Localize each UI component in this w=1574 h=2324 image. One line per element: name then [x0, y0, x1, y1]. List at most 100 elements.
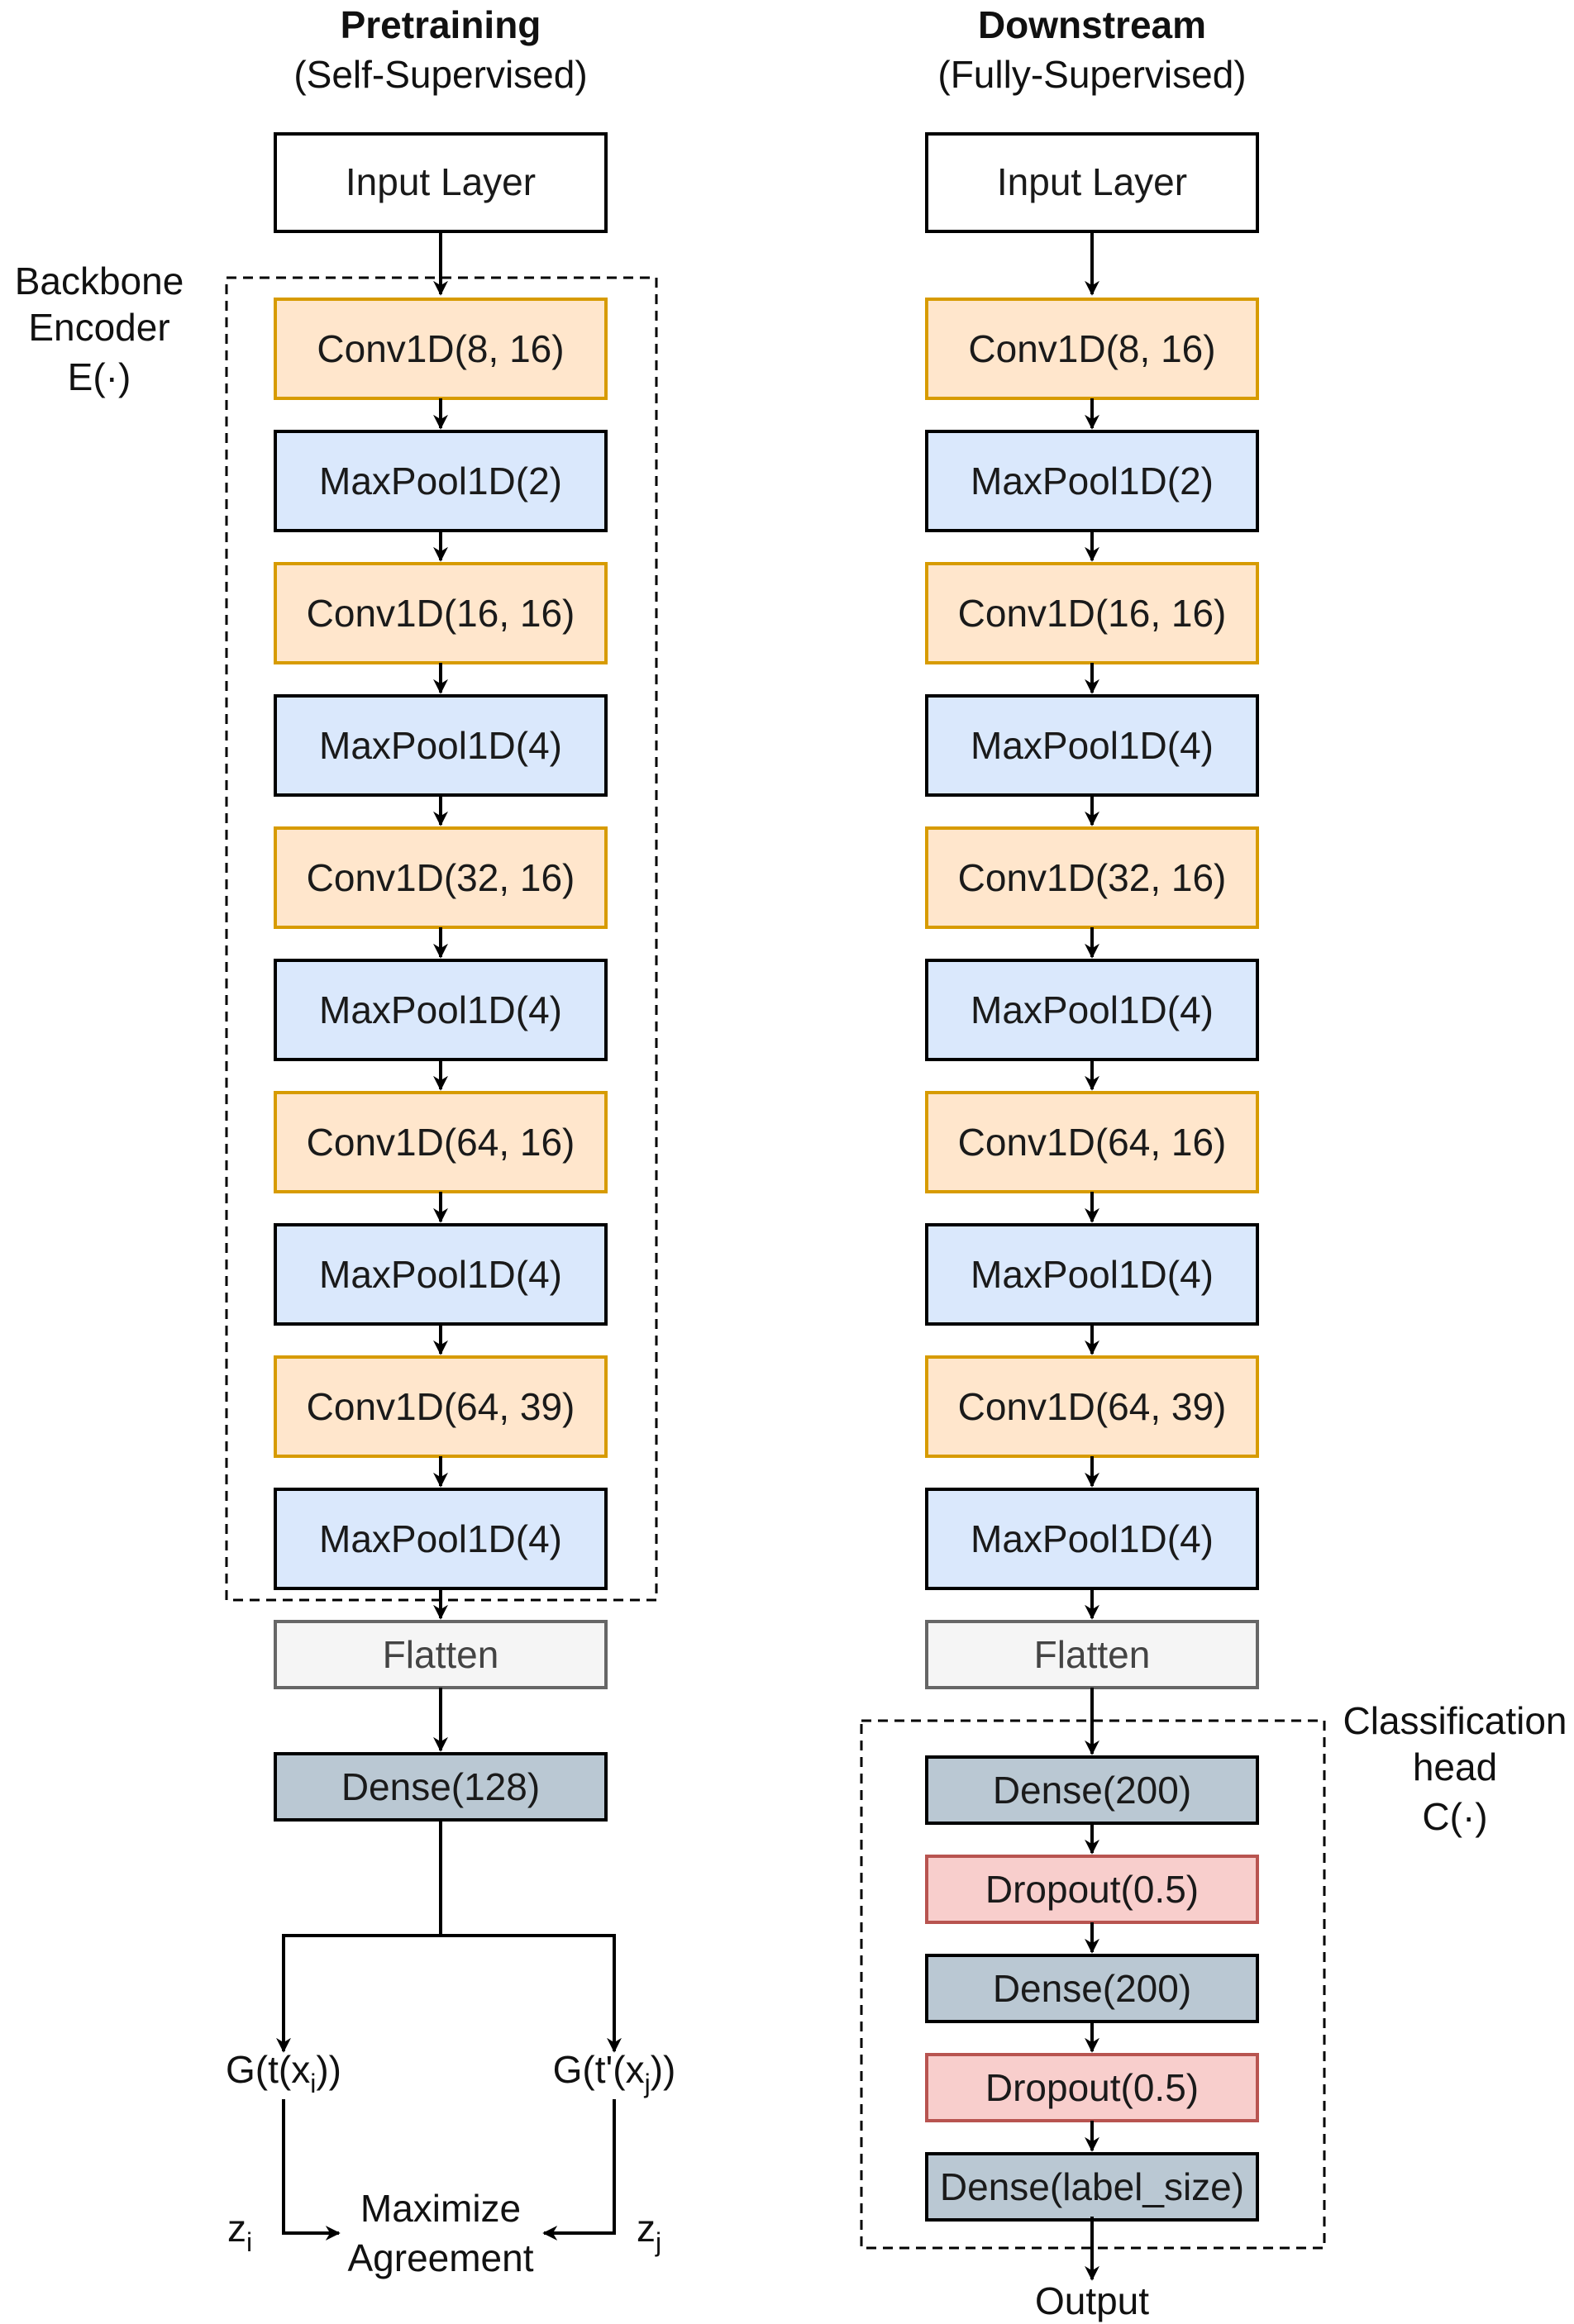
classification-head-layer-label: Dense(200)	[993, 1967, 1191, 2010]
pretraining-encoder-layer-box	[274, 1355, 608, 1458]
output-label: Output	[1035, 2279, 1149, 2322]
downstream-encoder-layer-box	[925, 562, 1259, 664]
downstream-encoder-layer-box	[925, 430, 1259, 532]
downstream-encoder-layer-2: Conv1D(16, 16)	[925, 562, 1259, 664]
classification-head-layer-0: Dense(200)	[925, 1755, 1259, 1825]
pretraining-subtitle: (Self-Supervised)	[293, 53, 587, 96]
pretraining-encoder-layer-label: Conv1D(32, 16)	[307, 856, 575, 899]
pretraining-encoder-layer-label: Conv1D(8, 16)	[317, 327, 564, 370]
pretraining-encoder-layer-box	[274, 430, 608, 532]
downstream-encoder-layer-box	[925, 1091, 1259, 1193]
classification-head-layer-4: Dense(label_size)	[925, 2152, 1259, 2222]
pretraining-input-label: Input Layer	[346, 160, 536, 203]
pretraining-encoder-layer-label: MaxPool1D(4)	[319, 724, 562, 767]
pretraining-column: Pretraining (Self-Supervised) Input Laye…	[15, 3, 676, 2279]
pretraining-encoder-layer-label: MaxPool1D(4)	[319, 1517, 562, 1560]
downstream-encoder-layer-label: Conv1D(64, 16)	[958, 1121, 1227, 1164]
downstream-encoder-layer-box	[925, 694, 1259, 797]
downstream-encoder-layers: Conv1D(8, 16) MaxPool1D(2) Conv1D(16, 16) M…	[925, 298, 1259, 1590]
svg-text:Agreement: Agreement	[347, 2236, 533, 2279]
pretraining-encoder-layer-label: Conv1D(16, 16)	[307, 592, 575, 635]
pretraining-encoder-layer-label: MaxPool1D(4)	[319, 988, 562, 1031]
projection-right: G(t'(xj))	[553, 2048, 676, 2098]
downstream-encoder-layer-7: MaxPool1D(4)	[925, 1223, 1259, 1326]
edge-right-to-objective	[542, 2099, 616, 2241]
pretraining-encoder-layer-box	[274, 826, 608, 929]
classification-head-layer-label: Dense(label_size)	[940, 2165, 1244, 2208]
downstream-subtitle: (Fully-Supervised)	[937, 53, 1246, 96]
downstream-encoder-layer-label: MaxPool1D(4)	[971, 988, 1214, 1031]
downstream-encoder-layer-label: MaxPool1D(4)	[971, 1253, 1214, 1296]
pretraining-encoder-layer-7: MaxPool1D(4)	[274, 1223, 608, 1326]
pretraining-dense-layer: Dense(128)	[274, 1752, 608, 1822]
downstream-encoder-layer-label: MaxPool1D(2)	[971, 460, 1214, 502]
z-left: zi	[227, 2207, 252, 2257]
pretraining-dense-label: Dense(128)	[341, 1765, 540, 1808]
pretraining-encoder-layer-0: Conv1D(8, 16)	[274, 298, 608, 400]
pretraining-encoder-layer-label: Conv1D(64, 39)	[307, 1385, 575, 1428]
classification-head-layer-label: Dense(200)	[993, 1769, 1191, 1812]
pretraining-encoder-layer-box	[274, 1091, 608, 1193]
classification-head-label: Classification head C(·)	[1343, 1699, 1567, 1838]
downstream-encoder-layer-label: Conv1D(8, 16)	[968, 327, 1215, 370]
pretraining-encoder-layer-3: MaxPool1D(4)	[274, 694, 608, 797]
pretraining-encoder-layer-box	[274, 1488, 608, 1590]
pretraining-encoder-layer-box	[274, 694, 608, 797]
svg-text:C(·): C(·)	[1422, 1795, 1487, 1838]
classification-head-layer-2: Dense(200)	[925, 1954, 1259, 2023]
classification-head-layer-box	[925, 1855, 1259, 1924]
downstream-encoder-layer-8: Conv1D(64, 39)	[925, 1355, 1259, 1458]
downstream-input-label: Input Layer	[997, 160, 1187, 203]
maximize-agreement-label: Maximize Agreement	[347, 2187, 533, 2279]
downstream-encoder-layer-label: Conv1D(64, 39)	[958, 1385, 1227, 1428]
downstream-input-box	[925, 132, 1259, 233]
downstream-encoder-layer-1: MaxPool1D(2)	[925, 430, 1259, 532]
downstream-flatten-layer: Flatten	[925, 1620, 1259, 1689]
downstream-encoder-layer-box	[925, 1355, 1259, 1458]
pretraining-encoder-layer-label: MaxPool1D(4)	[319, 1253, 562, 1296]
pretraining-flatten-layer: Flatten	[274, 1620, 608, 1689]
svg-text:head: head	[1413, 1745, 1497, 1788]
downstream-encoder-layer-label: MaxPool1D(4)	[971, 1517, 1214, 1560]
pretraining-encoder-layer-9: MaxPool1D(4)	[274, 1488, 608, 1590]
pretraining-flatten-label: Flatten	[383, 1633, 499, 1676]
downstream-encoder-layer-label: Conv1D(32, 16)	[958, 856, 1227, 899]
pretraining-input-box	[274, 132, 608, 233]
pretraining-encoder-layer-8: Conv1D(64, 39)	[274, 1355, 608, 1458]
projection-left: G(t(xi))	[226, 2048, 341, 2098]
downstream-encoder-layer-label: Conv1D(16, 16)	[958, 592, 1227, 635]
pretraining-encoder-layer-4: Conv1D(32, 16)	[274, 826, 608, 929]
downstream-encoder-layer-box	[925, 298, 1259, 400]
edge-split-right	[441, 1934, 622, 2053]
edge-left-to-objective	[282, 2099, 341, 2241]
pretraining-input-layer: Input Layer	[274, 132, 608, 233]
classification-head-layer-3: Dropout(0.5)	[925, 2053, 1259, 2122]
downstream-column: Downstream (Fully-Supervised) Input Laye…	[860, 3, 1567, 2322]
downstream-encoder-layer-9: MaxPool1D(4)	[925, 1488, 1259, 1590]
downstream-flatten-label: Flatten	[1034, 1633, 1151, 1676]
downstream-title: Downstream	[978, 3, 1206, 46]
pretraining-encoder-layer-5: MaxPool1D(4)	[274, 959, 608, 1061]
downstream-encoder-layer-box	[925, 1223, 1259, 1326]
svg-text:Maximize: Maximize	[360, 2187, 521, 2230]
pretraining-title: Pretraining	[341, 3, 541, 46]
classification-head-layers: Dense(200)Dropout(0.5)Dense(200)Dropout(…	[925, 1755, 1259, 2222]
pretraining-encoder-layers: Conv1D(8, 16)MaxPool1D(2)Conv1D(16, 16)M…	[274, 298, 608, 1590]
classification-head-layer-box	[925, 2053, 1259, 2122]
downstream-input-layer: Input Layer	[925, 132, 1259, 233]
edge-split-left	[276, 1934, 441, 2053]
svg-text:Classification: Classification	[1343, 1699, 1567, 1742]
pretraining-encoder-layer-box	[274, 562, 608, 664]
classification-head-layer-label: Dropout(0.5)	[985, 2066, 1199, 2109]
svg-text:E(·): E(·)	[68, 355, 131, 398]
classification-head-layer-box	[925, 1755, 1259, 1825]
pretraining-dense-box	[274, 1752, 608, 1822]
pretraining-encoder-layer-box	[274, 1223, 608, 1326]
pretraining-encoder-layer-2: Conv1D(16, 16)	[274, 562, 608, 664]
pretraining-encoder-layer-label: Conv1D(64, 16)	[307, 1121, 575, 1164]
downstream-encoder-layer-3: MaxPool1D(4)	[925, 694, 1259, 797]
classification-head-layer-box	[925, 1954, 1259, 2023]
svg-text:Backbone: Backbone	[15, 260, 184, 302]
downstream-encoder-layer-4: Conv1D(32, 16)	[925, 826, 1259, 929]
